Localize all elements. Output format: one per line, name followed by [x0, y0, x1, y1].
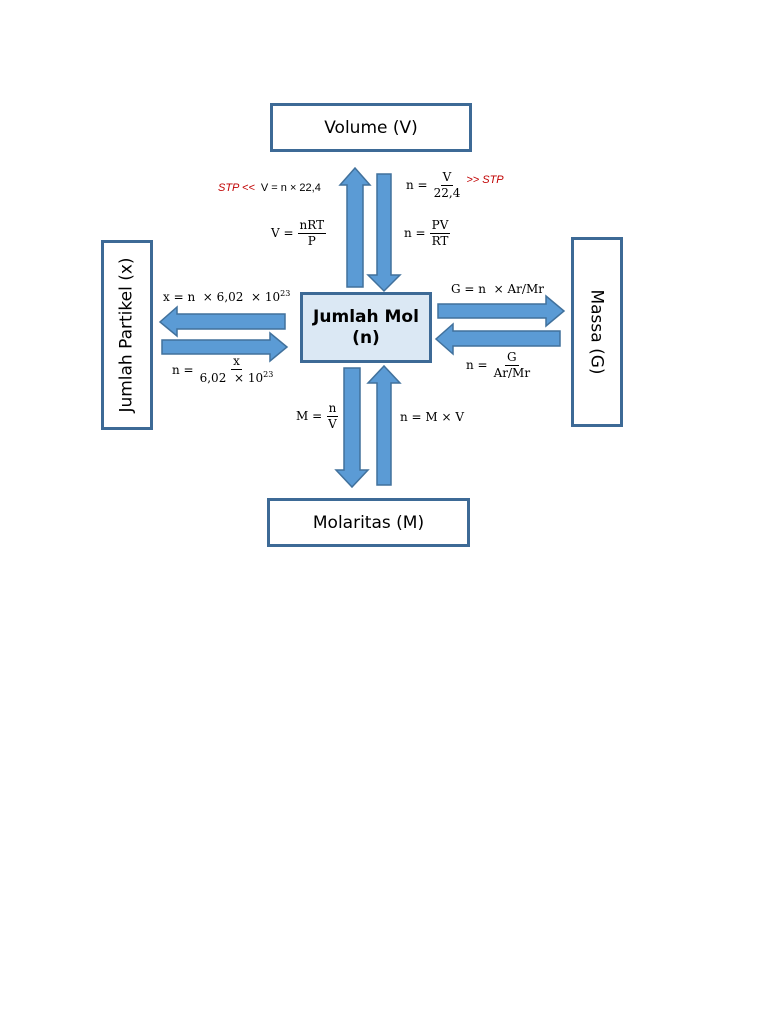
nx-exponent: 23 — [263, 369, 274, 379]
arrow-to-molaritas — [334, 367, 370, 489]
n-ideal-denominator: RT — [431, 233, 449, 248]
formula-m: M = n V — [296, 402, 339, 430]
jumlah-partikel-label: Jumlah Partikel (x) — [117, 257, 138, 413]
ng-lhs: n = — [466, 358, 488, 373]
nx-fraction: x 6,02 × 1023 — [198, 355, 276, 384]
n-stp-denominator: 22,4 — [433, 185, 461, 200]
jumlah-partikel-box: Jumlah Partikel (x) — [101, 240, 153, 430]
arrow-from-massa — [434, 322, 561, 356]
arrow-to-volume — [338, 166, 372, 288]
m-denominator: V — [328, 416, 337, 431]
formula-n-x: n = x 6,02 × 1023 — [172, 355, 275, 384]
molaritas-label: Molaritas (M) — [312, 512, 425, 533]
massa-label: Massa (G) — [587, 289, 607, 375]
ng-numerator: G — [505, 350, 519, 366]
nx-denominator-wrap: 6,02 × 1023 — [198, 370, 276, 385]
n-mv-text: n = M × V — [400, 410, 465, 424]
n-ideal-numerator: PV — [429, 218, 451, 234]
arrow-from-volume — [366, 173, 402, 293]
formula-v-stp: STP << V = n × 22,4 — [218, 182, 321, 194]
v-ideal-lhs: V = — [271, 226, 294, 241]
formula-n-mv: n = M × V — [400, 410, 464, 424]
molaritas-box: Molaritas (M) — [267, 498, 470, 547]
v-ideal-fraction: nRT P — [297, 218, 327, 248]
v-ideal-numerator: nRT — [297, 218, 327, 234]
m-numerator: n — [326, 401, 339, 417]
formula-n-g: n = G Ar/Mr — [466, 351, 532, 379]
nx-denominator: 6,02 × 10 — [199, 370, 264, 385]
formula-n-stp: n = V 22,4 >> STP — [406, 171, 504, 199]
arrow-to-massa — [437, 294, 566, 328]
nx-lhs: n = — [172, 362, 194, 377]
stp-left-label: STP << — [218, 182, 255, 194]
formula-v-ideal: V = nRT P — [271, 218, 327, 248]
n-stp-lhs: n = — [406, 178, 428, 193]
n-stp-numerator: V — [440, 170, 454, 186]
ng-fraction: G Ar/Mr — [492, 351, 532, 379]
jumlah-mol-symbol: (n) — [352, 327, 380, 348]
n-stp-fraction: V 22,4 — [432, 171, 463, 199]
n-ideal-fraction: PV RT — [429, 218, 451, 248]
nx-numerator: x — [231, 354, 242, 370]
v-stp-text: V = n × 22,4 — [260, 182, 321, 194]
formula-g: G = n × Ar/Mr — [451, 282, 544, 296]
arrow-from-partikel — [161, 331, 289, 363]
ng-denominator: Ar/Mr — [493, 365, 531, 380]
n-ideal-lhs: n = — [404, 226, 426, 241]
v-ideal-denominator: P — [307, 233, 316, 248]
m-fraction: n V — [326, 402, 339, 430]
jumlah-mol-label: Jumlah Mol — [313, 307, 419, 328]
m-lhs: M = — [296, 409, 323, 424]
stp-right-label: >> STP — [466, 174, 504, 187]
massa-box: Massa (G) — [571, 237, 623, 427]
volume-box: Volume (V) — [270, 103, 472, 152]
jumlah-mol-box: Jumlah Mol (n) — [300, 292, 432, 363]
arrow-from-molaritas — [366, 364, 402, 486]
x-formula-text: x = n × 6,02 × 10 — [163, 290, 281, 304]
volume-label: Volume (V) — [324, 117, 418, 138]
g-formula-text: G = n × Ar/Mr — [451, 282, 544, 296]
formula-n-ideal: n = PV RT — [404, 218, 451, 248]
x-formula-exponent: 23 — [280, 288, 291, 298]
arrow-to-partikel — [158, 305, 286, 338]
